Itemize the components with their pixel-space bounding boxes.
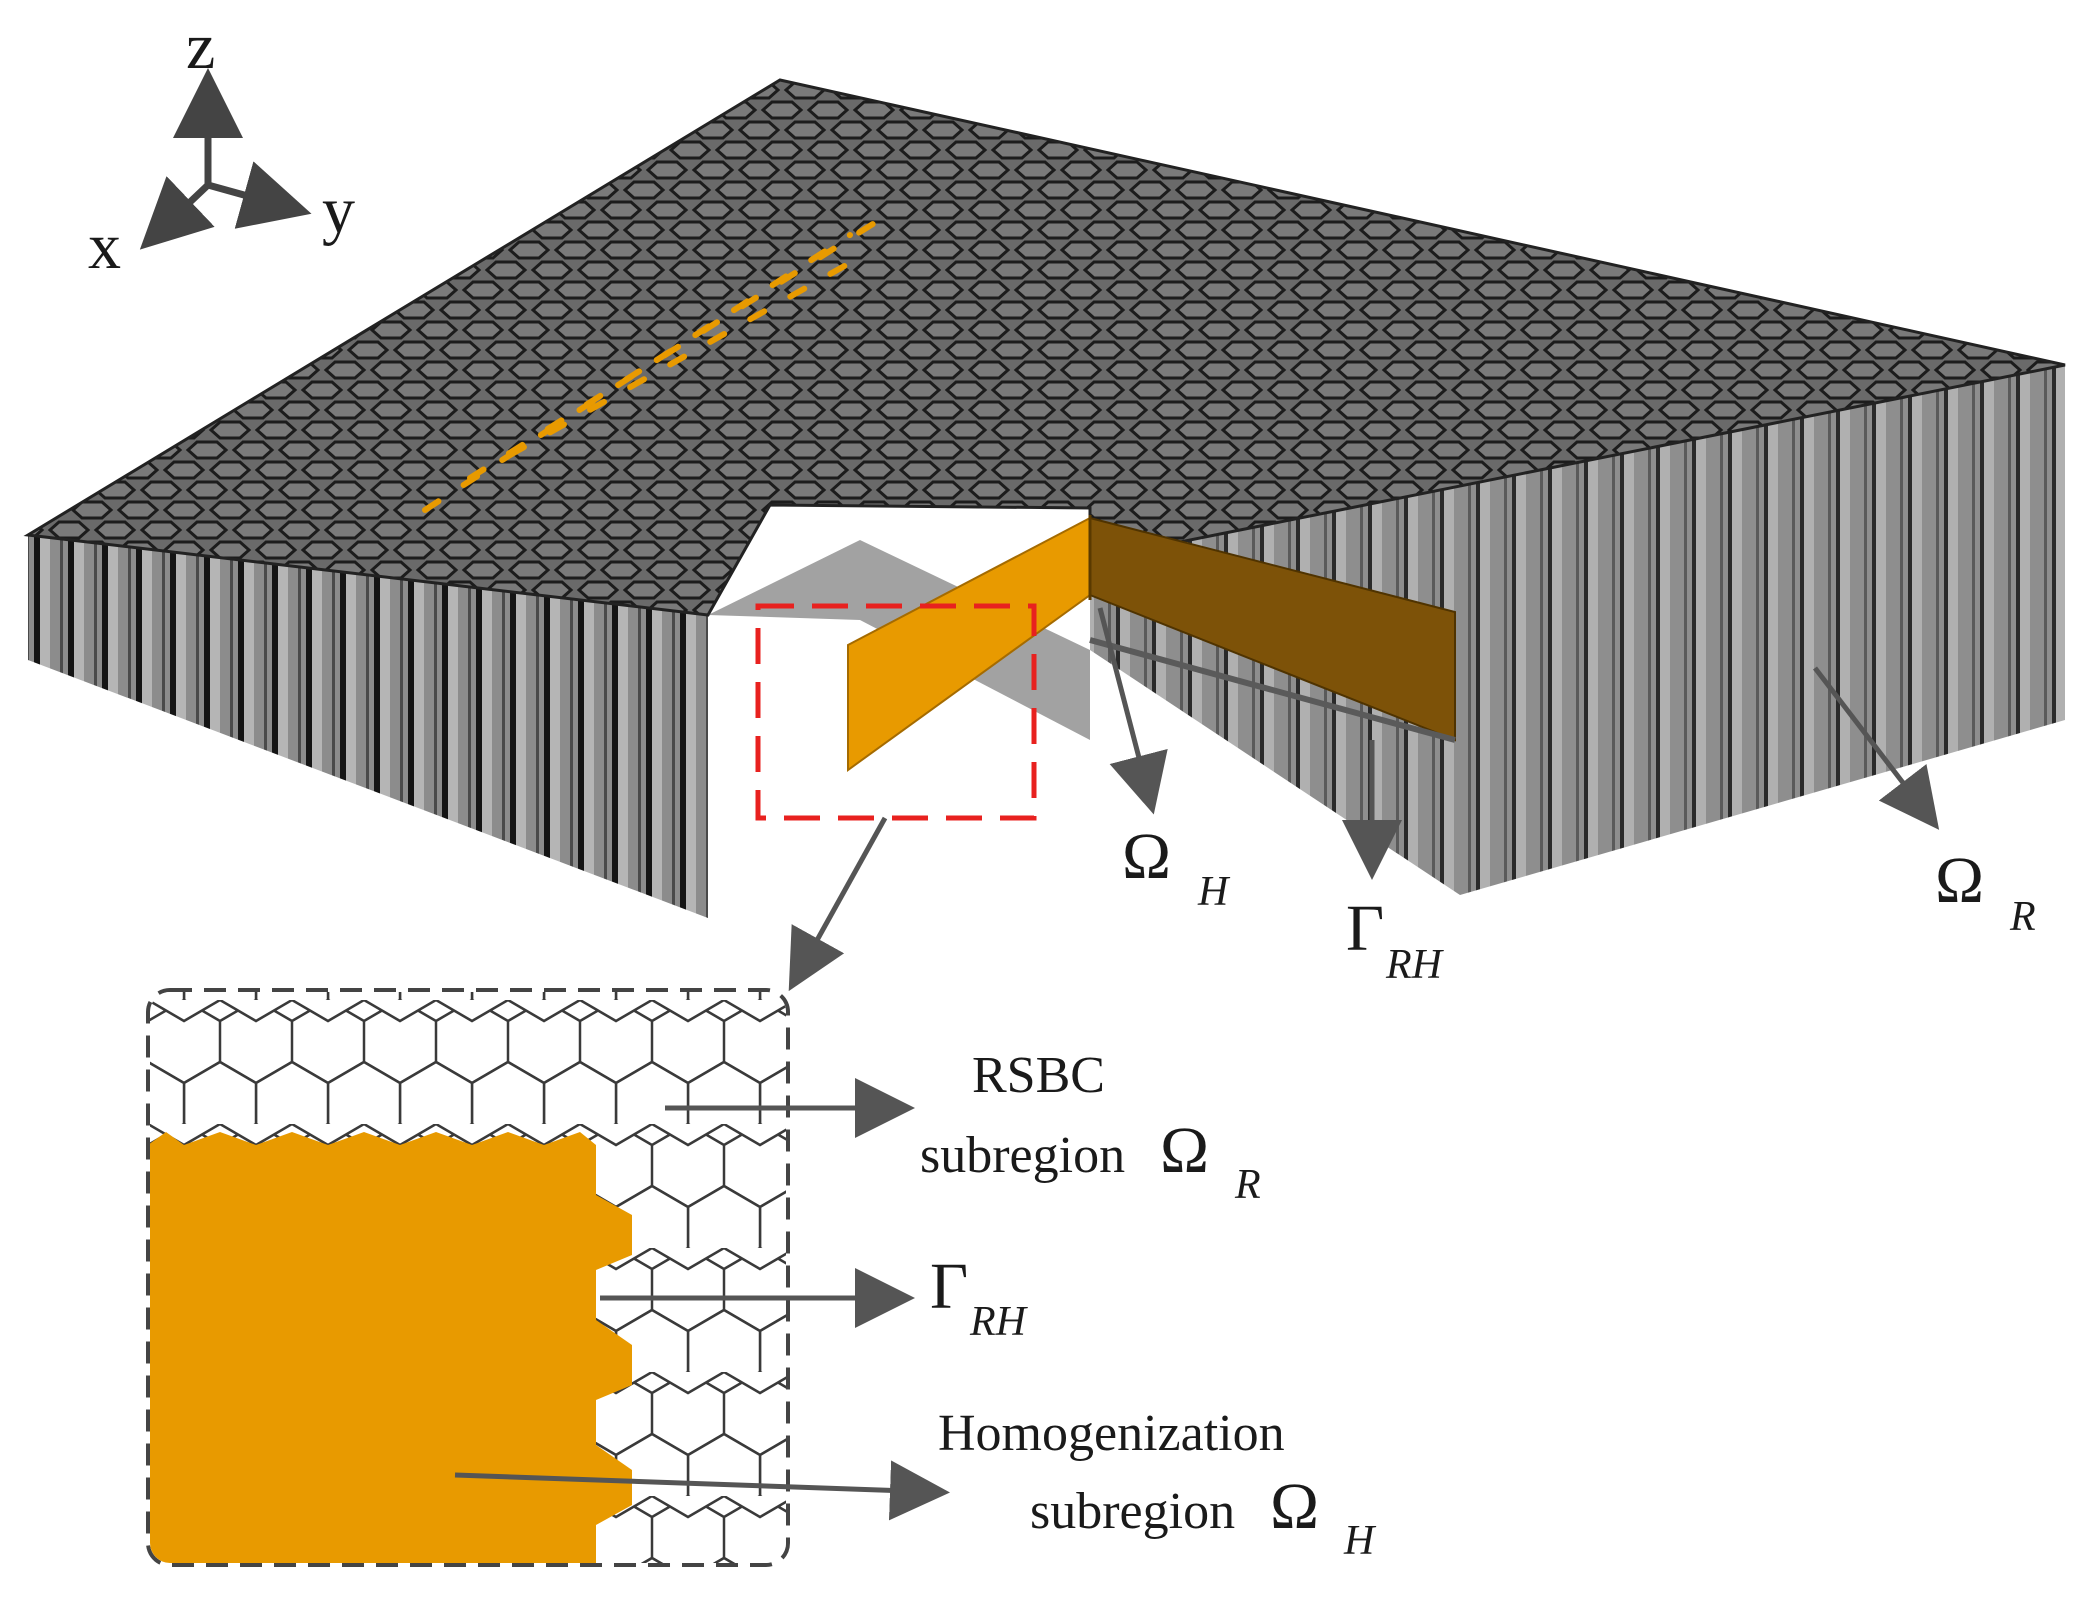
interface-subscript: RH: [969, 1299, 1029, 1345]
callout-box: [755, 603, 1037, 821]
interface-gamma: Γ: [930, 1250, 968, 1323]
omega-r-subscript: R: [2009, 894, 2036, 940]
homog-line1: Homogenization: [938, 1405, 1285, 1462]
omega-r-symbol: Ω: [1935, 844, 1984, 917]
rsbc-subscript: R: [1234, 1162, 1261, 1208]
x-axis-line: [139, 176, 215, 250]
rsbc-label: RSBC subregion Ω R: [920, 1047, 1261, 1208]
homog-arrow: [454, 1460, 950, 1521]
homog-line2: subregion: [1030, 1483, 1235, 1540]
gamma-rh-subscript: RH: [1385, 942, 1445, 988]
callout-arrow: [788, 816, 888, 992]
rsbc-omega: Ω: [1160, 1114, 1209, 1187]
z-axis-label: z: [186, 10, 215, 83]
omega-h-symbol: Ω: [1122, 820, 1171, 893]
homog-subscript: H: [1343, 1518, 1377, 1564]
homog-label: Homogenization subregion Ω H: [938, 1405, 1377, 1564]
rsbc-line1: RSBC: [972, 1047, 1105, 1104]
interface-label: Γ RH: [930, 1250, 1029, 1345]
omega-h-arrow: [1097, 607, 1168, 815]
block-left-wall-body: [28, 535, 708, 918]
gamma-rh-symbol: Γ: [1346, 892, 1384, 965]
omega-r-arrow: [1813, 666, 1940, 830]
block-right-wall: [1090, 365, 2065, 895]
homog-strip-top: [422, 207, 898, 513]
y-axis-label: y: [322, 174, 355, 247]
x-axis-label: x: [88, 210, 121, 283]
inset-homog-region: [150, 1132, 632, 1563]
honeycomb-block: [23, 78, 2066, 918]
label-omega-r: Ω R: [1935, 844, 2036, 940]
inset-detail: [146, 988, 790, 1567]
omega-h-subscript: H: [1197, 869, 1231, 915]
axis-triad: z y x: [88, 10, 355, 283]
y-axis-line: [207, 161, 312, 229]
label-omega-h: Ω H: [1122, 820, 1231, 915]
homog-panel-bottom-edge: [1089, 637, 1456, 743]
label-gamma-rh: Γ RH: [1346, 892, 1445, 988]
rsbc-line2: subregion: [920, 1127, 1125, 1184]
homog-omega: Ω: [1270, 1470, 1319, 1543]
